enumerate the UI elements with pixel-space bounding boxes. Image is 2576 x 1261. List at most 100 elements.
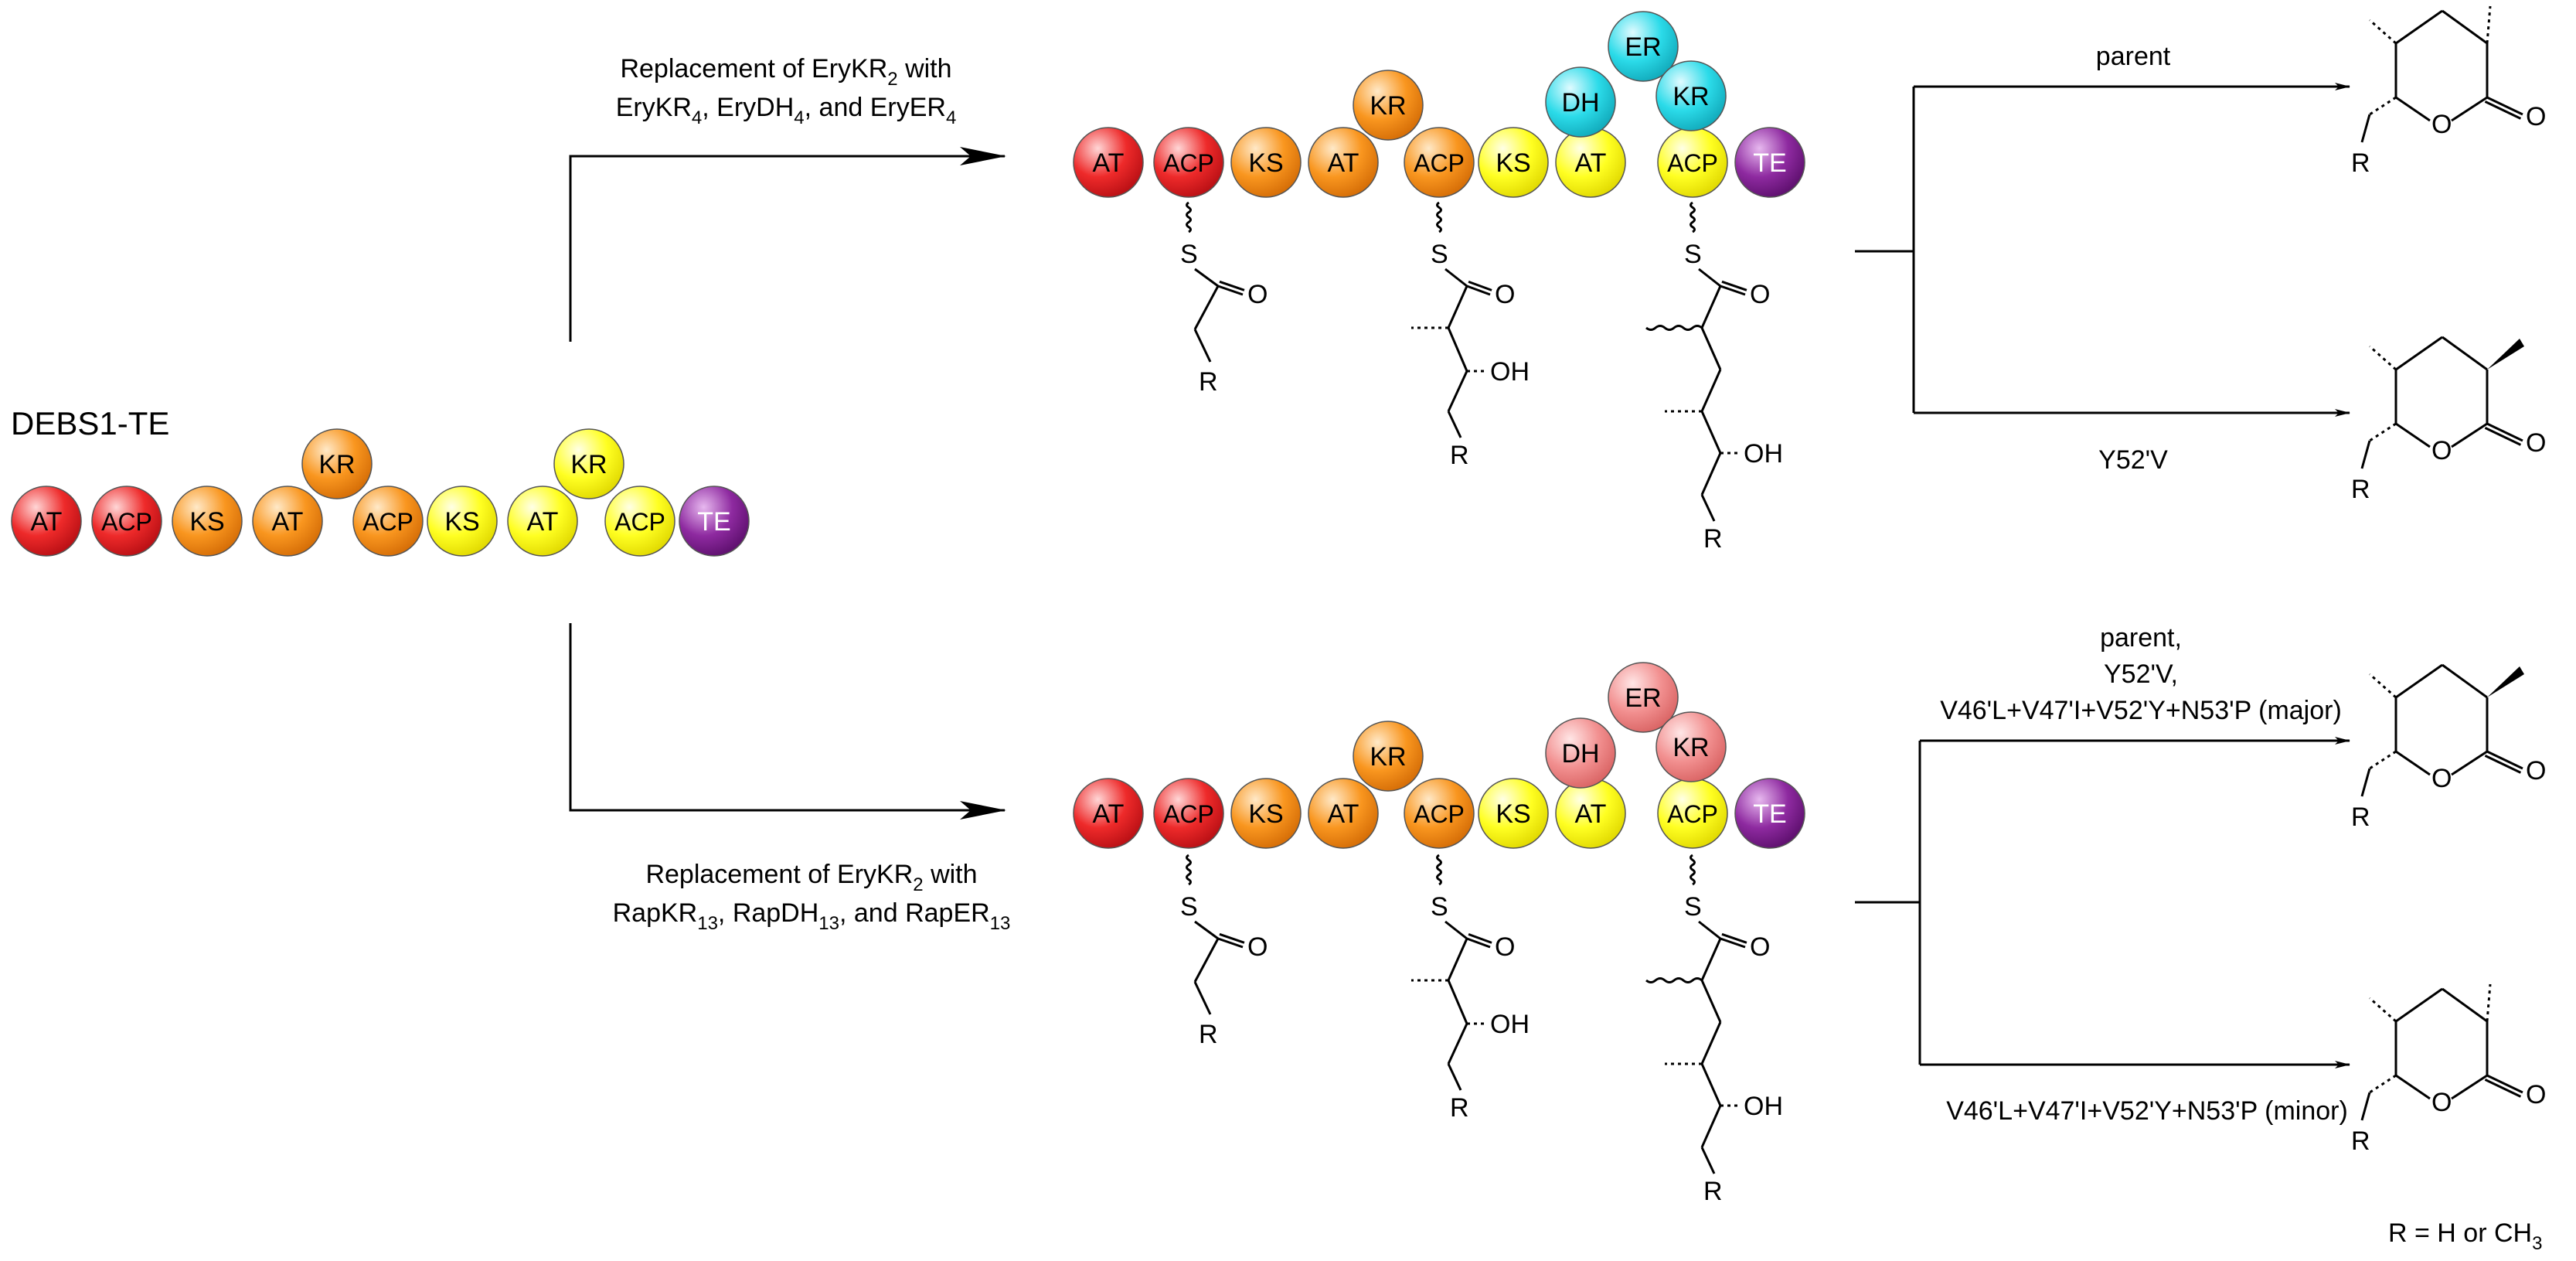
domain-label: KR: [570, 450, 607, 479]
top-branch-upper-label: parent: [2096, 42, 2171, 71]
atom-label-r: R: [1450, 1093, 1469, 1123]
domain-at-sphere: AT: [252, 486, 323, 557]
atom-label-o: O: [1750, 280, 1770, 309]
atom-label-r: R: [2351, 475, 2370, 504]
domain-at-sphere: AT: [1073, 127, 1144, 198]
atom-label-o: O: [2526, 102, 2546, 131]
domain-label: AT: [1328, 148, 1359, 178]
domain-acp-sphere: ACP: [1657, 778, 1728, 849]
atom-label-oh: OH: [1490, 357, 1530, 387]
atom-label-oh: OH: [1744, 439, 1783, 469]
atom-label-o: O: [2431, 110, 2452, 139]
domain-label: AT: [1328, 799, 1359, 829]
domain-kr-sphere: KR: [301, 428, 373, 499]
atom-label-s: S: [1431, 240, 1448, 269]
top-route-label-line1: Replacement of EryKR2 with: [620, 54, 951, 90]
atom-label-o: O: [2526, 1080, 2546, 1109]
domain-label: ER: [1625, 32, 1661, 62]
bottom-branch-lower-label: V46'L+V47'I+V52'Y+N53'P (minor): [1946, 1096, 2348, 1126]
bottom-branch-upper-label-2: Y52'V,: [2104, 659, 2178, 689]
domain-label: TE: [1753, 148, 1786, 178]
atom-label-o: O: [1247, 280, 1268, 309]
domain-label: AT: [272, 507, 304, 537]
atom-label-o: O: [1495, 932, 1515, 962]
atom-label-r: R: [1703, 524, 1723, 554]
domain-acp-sphere: ACP: [1404, 127, 1475, 198]
domain-acp-sphere: ACP: [1404, 778, 1475, 849]
domain-label: ACP: [362, 508, 413, 536]
bottom-branch: [1855, 737, 2350, 1068]
domain-at-sphere: AT: [507, 486, 578, 557]
domain-label: ACP: [1163, 149, 1214, 177]
bottom-route-label-line2: RapKR13, RapDH13, and RapER13: [613, 898, 1011, 934]
domain-label: KS: [189, 507, 224, 537]
atom-label-s: S: [1684, 240, 1702, 269]
domain-dh-sphere: DH: [1545, 66, 1616, 138]
atom-label-r: R: [2351, 148, 2370, 178]
domain-label: KS: [1496, 799, 1530, 829]
atom-label-o: O: [2526, 428, 2546, 458]
domain-at-sphere: AT: [1555, 127, 1626, 198]
domain-kr-sphere: KR: [553, 428, 624, 499]
domain-label: KR: [1673, 733, 1709, 762]
domain-er-sphere: ER: [1608, 11, 1679, 82]
domain-dh-sphere: DH: [1545, 717, 1616, 789]
atom-label-s: S: [1684, 892, 1702, 922]
domain-kr-sphere: KR: [1353, 721, 1424, 792]
atom-label-r: R: [1199, 367, 1218, 397]
domain-acp-sphere: ACP: [1153, 127, 1224, 198]
domain-label: KR: [1370, 742, 1406, 772]
domain-ks-sphere: KS: [427, 486, 498, 557]
bottom-branch-upper-label-1: parent,: [2100, 623, 2182, 653]
domain-ks-sphere: KS: [1478, 127, 1549, 198]
top-branch-lower-label: Y52'V: [2098, 445, 2168, 475]
atom-label-o: O: [1750, 932, 1770, 962]
domain-er-sphere: ER: [1608, 662, 1679, 733]
atom-label-r: R: [1450, 441, 1469, 470]
domain-at-sphere: AT: [1308, 127, 1379, 198]
bottom-route-arrow: [569, 623, 1006, 820]
domain-acp-sphere: ACP: [604, 486, 675, 557]
bottom-route-label-line1: Replacement of EryKR2 with: [645, 860, 977, 895]
domain-label: ACP: [1414, 800, 1465, 828]
domain-label: TE: [697, 507, 730, 537]
domain-label: AT: [1093, 148, 1125, 178]
atom-label-s: S: [1180, 240, 1198, 269]
atom-label-r: R: [2351, 803, 2370, 832]
domain-at-sphere: AT: [1555, 778, 1626, 849]
atom-label-o: O: [2431, 436, 2452, 465]
domain-acp-sphere: ACP: [352, 486, 424, 557]
top-route-label-line2: EryKR4, EryDH4, and EryER4: [616, 93, 957, 128]
domain-label: ACP: [614, 508, 665, 536]
domain-label: KS: [1248, 799, 1283, 829]
atom-label-o: O: [1247, 932, 1268, 962]
domain-label: DH: [1561, 88, 1599, 118]
domain-label: ACP: [1414, 149, 1465, 177]
domain-label: AT: [1575, 799, 1607, 829]
domain-label: TE: [1753, 799, 1786, 829]
domain-label: ER: [1625, 683, 1661, 713]
atom-label-oh: OH: [1744, 1092, 1783, 1121]
domain-label: KS: [1496, 148, 1530, 178]
domain-kr-sphere: KR: [1656, 711, 1727, 782]
domain-label: DH: [1561, 739, 1599, 769]
domain-te-sphere: TE: [679, 486, 750, 557]
domain-label: ACP: [1667, 800, 1718, 828]
atom-label-oh: OH: [1490, 1010, 1530, 1039]
atom-label-s: S: [1180, 892, 1198, 922]
domain-label: KS: [1248, 148, 1283, 178]
domain-at-sphere: AT: [11, 486, 82, 557]
atom-label-o: O: [2431, 764, 2452, 793]
domain-label: AT: [527, 507, 559, 537]
domain-ks-sphere: KS: [1230, 778, 1302, 849]
domain-at-sphere: AT: [1308, 778, 1379, 849]
domain-label: KR: [1370, 91, 1406, 121]
domain-te-sphere: TE: [1734, 127, 1805, 198]
top-route-arrow: [569, 147, 1006, 342]
domain-label: AT: [31, 507, 63, 537]
domain-label: ACP: [1667, 149, 1718, 177]
domain-label: KR: [1673, 82, 1709, 111]
domain-label: ACP: [101, 508, 152, 536]
